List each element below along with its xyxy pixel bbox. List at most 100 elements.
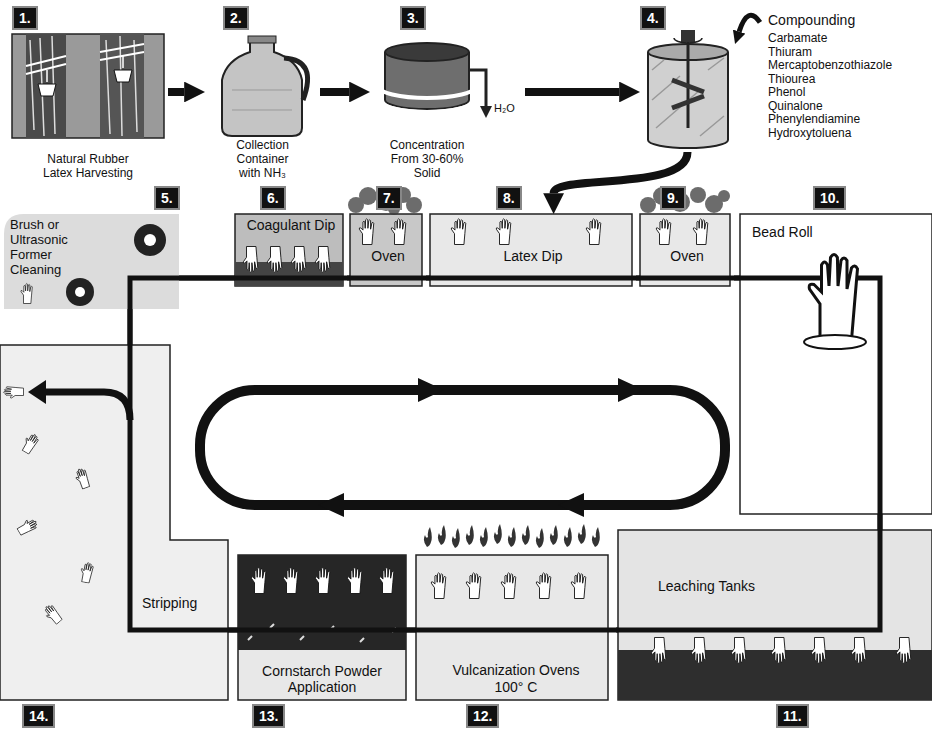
step-number: 10. xyxy=(813,186,846,210)
flow-arrow xyxy=(525,88,619,96)
mixing-tank xyxy=(672,80,704,108)
station-label: Oven xyxy=(640,248,734,264)
heat-waves xyxy=(550,525,558,545)
smoke xyxy=(406,197,422,213)
heat-waves xyxy=(536,528,544,548)
conveyor-connector xyxy=(228,628,238,633)
powder-station: 13.Cornstarch Powder Application xyxy=(238,555,406,700)
concentration-tank xyxy=(378,43,492,118)
concentration-tank xyxy=(378,86,476,98)
glove-formers xyxy=(243,247,257,273)
chemical-label: H₂O xyxy=(494,102,515,115)
stripping-illustration xyxy=(42,603,63,626)
step-number: 9. xyxy=(660,186,686,210)
conveyor-connector xyxy=(406,628,416,633)
station-label: Coagulant Dip xyxy=(235,217,347,233)
oven-station: 7.Oven xyxy=(350,214,426,286)
glove-formers xyxy=(391,219,405,245)
tree-illustration xyxy=(12,34,164,138)
tree-illustration xyxy=(38,84,56,96)
step-caption: Natural Rubber Latex Harvesting xyxy=(33,152,143,180)
glove-formers xyxy=(691,638,705,664)
glove-formers xyxy=(586,219,600,245)
station-panels xyxy=(0,214,932,700)
inner-loop xyxy=(318,493,584,517)
glove-formers xyxy=(359,219,373,245)
leaching-station: 11.Leaching Tanks xyxy=(618,530,932,700)
glove-formers xyxy=(379,568,393,594)
station-panels xyxy=(0,345,228,700)
glove-formers xyxy=(431,573,445,599)
heat-waves xyxy=(508,527,516,547)
step-number: 5. xyxy=(154,186,180,210)
glove-formers xyxy=(693,219,707,245)
conveyor-connector xyxy=(426,276,430,281)
concentration-tank xyxy=(380,100,474,112)
step-number: 8. xyxy=(496,186,522,210)
conveyor-line xyxy=(130,278,880,630)
compounding-list: CompoundingCarbamate Thiuram Mercaptoben… xyxy=(760,8,928,168)
station-panels xyxy=(238,555,406,650)
flow-arrow xyxy=(320,88,349,96)
heat-waves xyxy=(452,528,460,548)
glove-formers xyxy=(315,247,329,273)
oven-station: 9.Oven xyxy=(640,214,734,286)
glove-formers xyxy=(896,638,910,664)
collection-jug xyxy=(222,36,308,136)
inner-loop xyxy=(418,378,644,402)
stripping-station: 14.Stripping xyxy=(0,345,228,700)
step-number: 1. xyxy=(12,6,38,30)
concentration-tank xyxy=(480,106,492,118)
glove-formers xyxy=(656,219,670,245)
brushes xyxy=(144,234,156,246)
heat-waves xyxy=(592,527,600,547)
glove-formers xyxy=(283,568,297,594)
smoke xyxy=(718,190,730,202)
glove-formers xyxy=(451,219,465,245)
station-label: Stripping xyxy=(142,595,197,611)
vulcanization-station: 12.Vulcanization Ovens100° C xyxy=(416,555,616,700)
collection-jug xyxy=(232,90,292,110)
smoke xyxy=(640,197,656,213)
collection-step: 2.Collection Container with NH₃ xyxy=(205,32,320,182)
glove-formers xyxy=(571,573,585,599)
tree-illustration xyxy=(47,56,123,82)
glove-formers xyxy=(536,573,550,599)
conveyor-connector xyxy=(179,276,235,281)
bead-roll-station: 10.Bead Roll xyxy=(740,214,932,514)
stripping-illustration xyxy=(73,467,90,490)
station-label: Bead Roll xyxy=(752,224,813,240)
glove-formers xyxy=(809,255,857,341)
step-number: 7. xyxy=(376,186,402,210)
conveyor-connector xyxy=(636,276,640,281)
glove-formers xyxy=(347,568,361,594)
mixing-tank xyxy=(648,30,728,148)
glove-formers xyxy=(291,247,305,273)
stripping-illustration xyxy=(4,387,24,398)
glove-formers xyxy=(315,568,329,594)
heat-waves xyxy=(522,525,530,545)
heat-waves xyxy=(424,524,600,548)
conveyor-connector xyxy=(878,514,883,530)
latex-dip-station: 8.Latex Dip xyxy=(430,214,636,286)
conveyor-line xyxy=(130,278,880,630)
flow-arrow xyxy=(739,15,760,31)
brushes xyxy=(21,284,32,304)
step-number: 13. xyxy=(252,704,285,728)
glove-formers xyxy=(731,638,745,664)
chemical-list: Carbamate Thiuram Mercaptobenzothiazole … xyxy=(768,32,924,140)
conveyor-connector xyxy=(347,276,350,281)
station-label: Latex Dip xyxy=(430,248,636,264)
step-number: 6. xyxy=(260,186,286,210)
mixing-tank xyxy=(681,30,695,42)
collection-jug xyxy=(222,42,302,136)
flow-arrow xyxy=(168,88,184,96)
tree-illustration xyxy=(12,34,164,138)
step-number: 2. xyxy=(223,6,249,30)
station-panels xyxy=(618,530,932,700)
heat-waves xyxy=(438,525,446,545)
heat-waves xyxy=(564,527,572,547)
step-number: 11. xyxy=(776,704,809,728)
conveyor-connector xyxy=(128,309,133,345)
stripping-illustration xyxy=(28,380,46,404)
